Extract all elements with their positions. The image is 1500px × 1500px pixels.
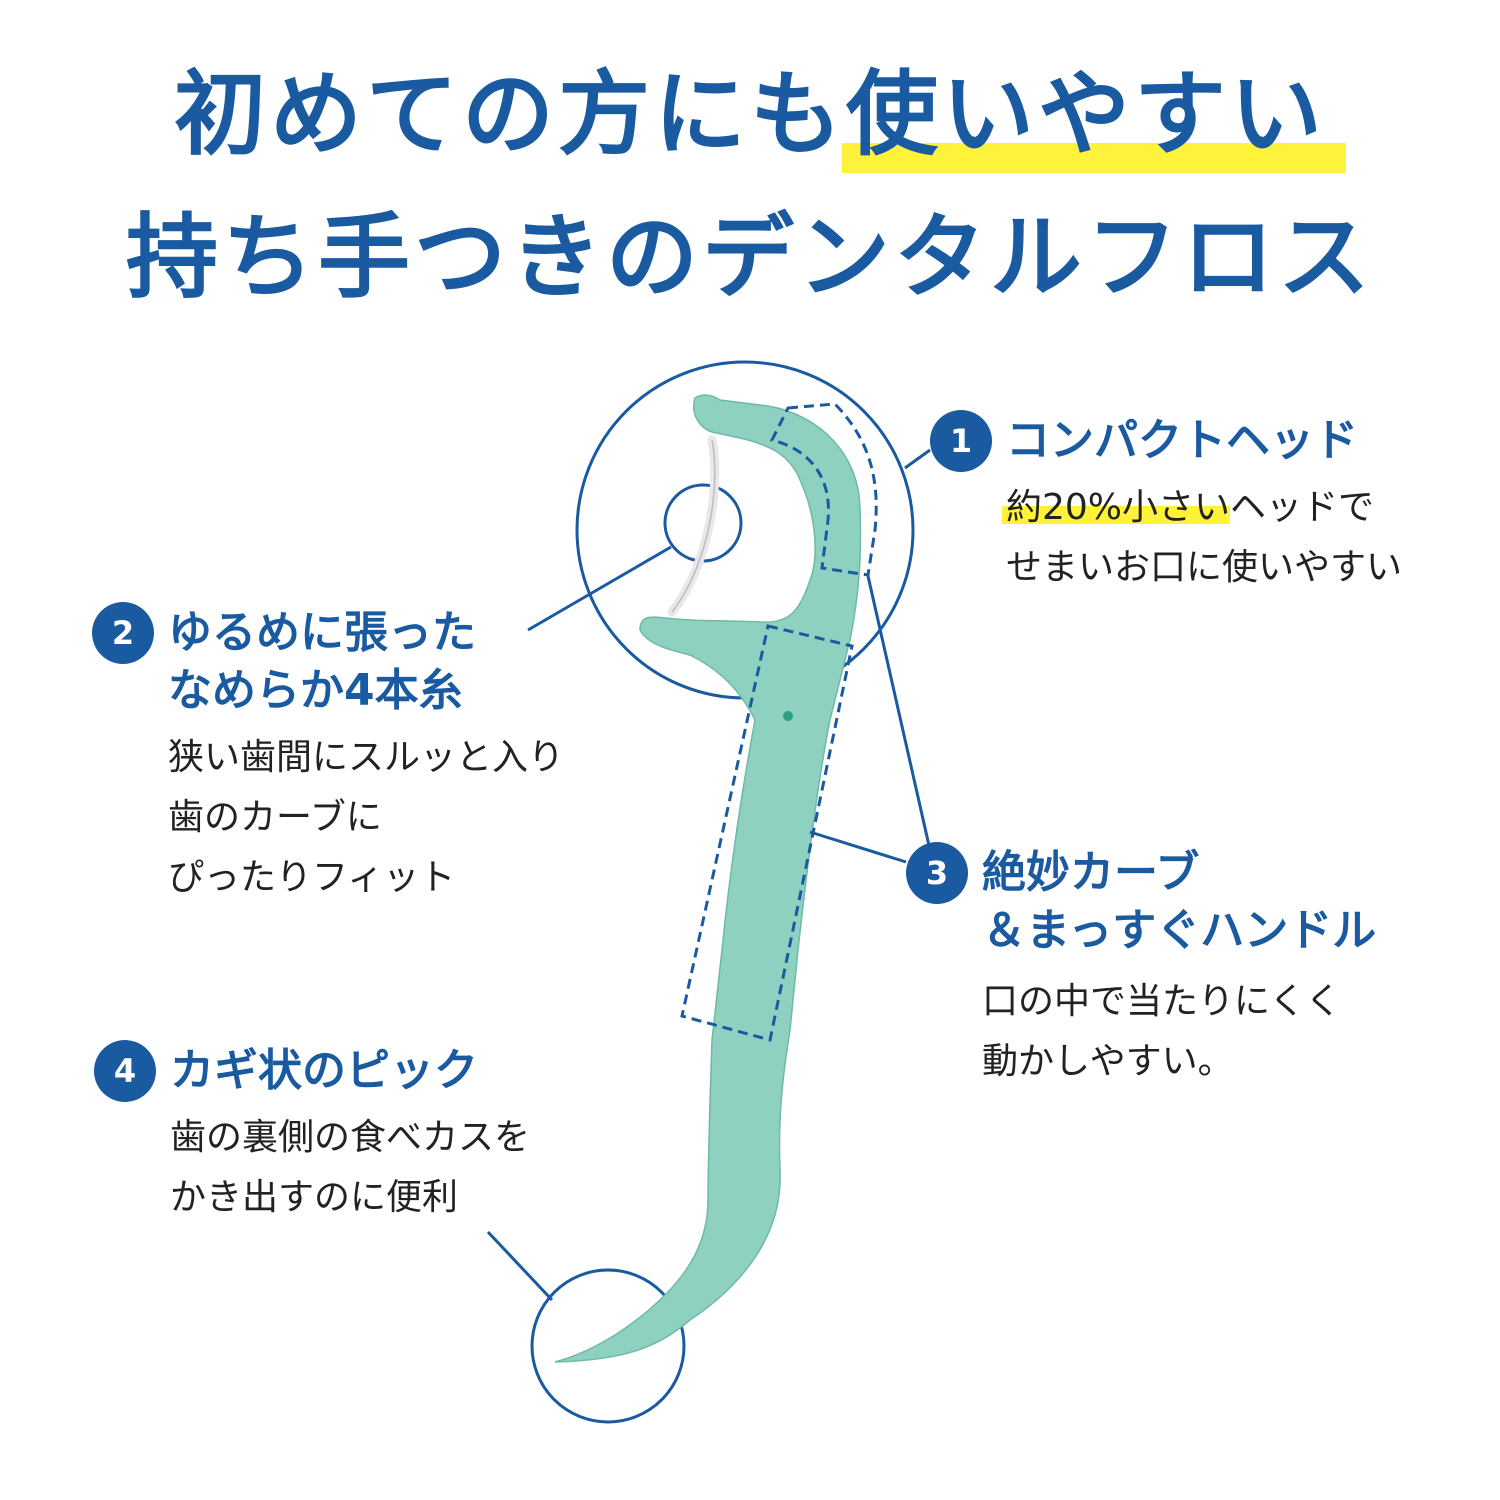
feature-2-number: 2 [92,602,154,664]
feature-2-body: 狭い歯間にスルッと入り 歯のカーブに ぴったりフィット [168,728,564,908]
feature-1-body-line-2: せまいお口に使いやすい [1006,547,1403,588]
feature-2-body-line-3: ぴったりフィット [168,857,456,898]
feature-2-body-line-1: 狭い歯間にスルッと入り [168,737,565,778]
feature-3-body-line-2: 動かしやすい。 [982,1041,1234,1082]
feature-3-title-line-1: 絶妙カーブ [982,847,1200,898]
feature-4-number: 4 [94,1040,156,1102]
pick-callout-circle [530,1268,686,1424]
feature-4-body: 歯の裏側の食べカスを かき出すのに便利 [170,1108,530,1228]
feature-3-title-line-2: ＆まっすぐハンドル [982,905,1377,956]
feature-3-number: 3 [906,842,968,904]
pick-dot [783,711,793,721]
headline-line-2: 持ち手つきのデンタルフロス [125,204,1374,311]
feature-3-body: 口の中で当たりにくく 動かしやすい。 [982,972,1341,1092]
feature-1-title: コンパクトヘッド [1006,415,1358,466]
headline-plain: 初めての方にも [173,61,846,168]
floss-thread-outline [671,439,716,613]
feature-2-title-line-2: なめらか4本糸 [168,665,463,716]
handle-dashed-box [680,624,854,1042]
feature-2-body-line-2: 歯のカーブに [168,797,382,838]
headline-line-1: 初めての方にも使いやすい [0,55,1500,175]
feature-4-body-line-1: 歯の裏側の食べカスを [170,1117,531,1158]
feature-1-number: 1 [930,410,992,472]
feature-3-body-line-1: 口の中で当たりにくく [982,981,1342,1022]
feature-4-title: カギ状のピック [170,1045,478,1096]
headline-highlight: 使いやすい [841,55,1347,175]
feature-1-body: 約20%小さいヘッドで せまいお口に使いやすい [1006,478,1402,598]
feature-3-title: 絶妙カーブ ＆まっすぐハンドル [982,844,1376,960]
feature-2-title: ゆるめに張った なめらか4本糸 [168,604,476,720]
feature-1-body-rest: ヘッドで [1230,487,1375,528]
feature-1-body-highlight: 約20%小さい [1006,487,1231,528]
feature-2-title-line-1: ゆるめに張った [168,607,476,658]
feature-4-body-line-2: かき出すのに便利 [170,1177,459,1218]
head-dashed-box [769,402,878,577]
pick-body [554,394,862,1363]
